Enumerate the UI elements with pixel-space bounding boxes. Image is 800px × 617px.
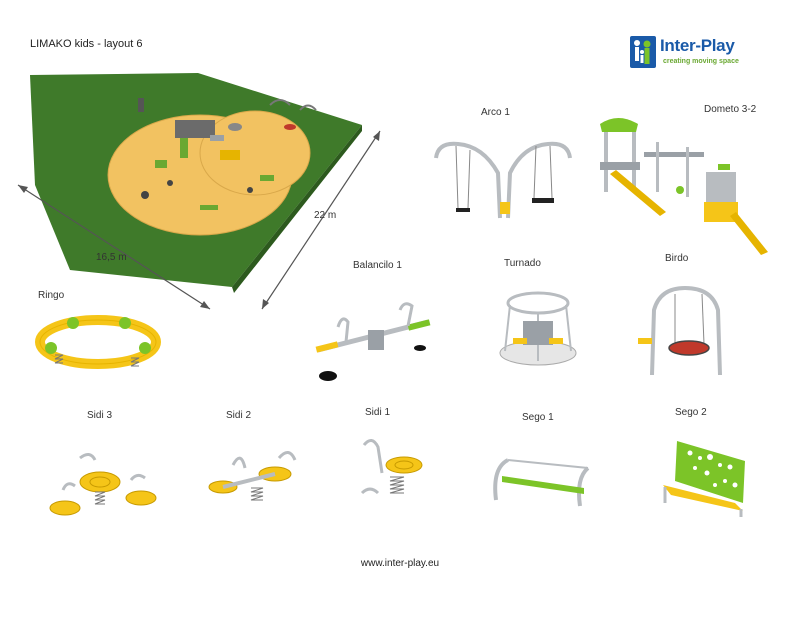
product-label-birdo: Birdo — [665, 253, 689, 264]
birdo-nest-swing-illustration — [638, 285, 722, 376]
product-label-ringo: Ringo — [38, 290, 65, 301]
sidi-2-spring-illustration — [208, 451, 297, 501]
length-dimension-label: 22 m — [314, 210, 337, 221]
family-icon — [630, 36, 656, 68]
site-plan-illustration — [17, 73, 381, 310]
product-label-sidi-3: Sidi 3 — [87, 410, 113, 421]
document-title: LIMAKO kids - layout 6 — [30, 38, 143, 50]
sidi-1-spring-illustration — [360, 439, 423, 495]
product-label-sidi-1: Sidi 1 — [365, 407, 391, 418]
footer-website-url[interactable]: www.inter-play.eu — [360, 558, 440, 569]
sego-1-bench-illustration — [493, 458, 590, 507]
product-label-arco-1: Arco 1 — [481, 107, 510, 118]
sego-2-bench-illustration — [663, 441, 745, 517]
ringo-spring-illustration — [35, 315, 161, 369]
product-label-turnado: Turnado — [504, 258, 541, 269]
dometo-3-2-playhouse-illustration — [600, 118, 768, 255]
logo-name: Inter-Play — [660, 36, 735, 55]
width-dimension-label: 16,5 m — [96, 252, 127, 263]
sidi-3-spring-illustration — [49, 453, 157, 516]
product-label-sego-1: Sego 1 — [522, 412, 554, 423]
inter-play-logo: Inter-Play creating moving space — [630, 36, 765, 72]
product-label-dometo-3-2: Dometo 3-2 — [704, 104, 757, 115]
product-label-balancilo-1: Balancilo 1 — [353, 260, 402, 271]
logo-tagline: creating moving space — [663, 58, 739, 65]
balancilo-1-seesaw-illustration — [315, 302, 431, 381]
product-label-sego-2: Sego 2 — [675, 407, 707, 418]
product-label-sidi-2: Sidi 2 — [226, 410, 252, 421]
turnado-carousel-illustration — [499, 291, 577, 366]
arco-1-swing-illustration — [434, 141, 572, 219]
